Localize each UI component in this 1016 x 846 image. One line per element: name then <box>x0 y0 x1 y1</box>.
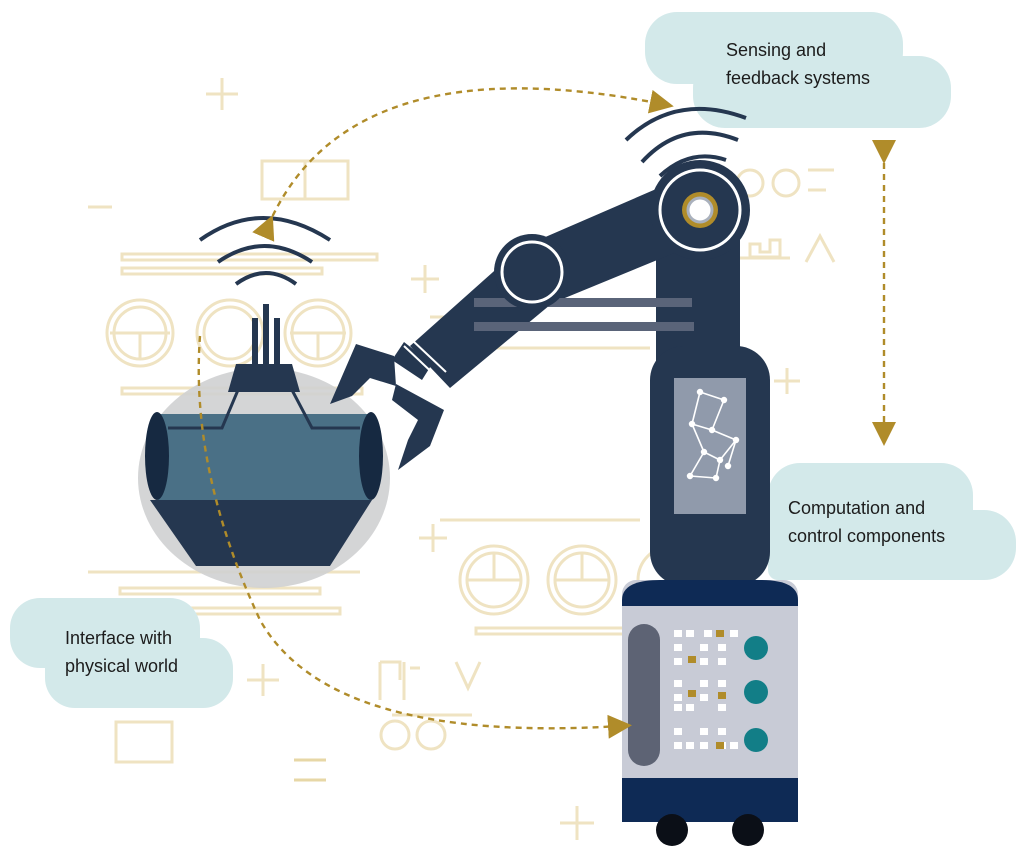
label-line: Interface with <box>65 628 173 648</box>
network-display <box>674 378 746 514</box>
handle <box>628 624 660 766</box>
bubble-sensing <box>645 12 951 128</box>
control-button <box>744 680 768 704</box>
control-button <box>744 728 768 752</box>
sketch-box <box>114 720 174 764</box>
label-line: physical world <box>65 656 179 676</box>
label-line: control components <box>788 526 946 546</box>
label-line: feedback systems <box>726 68 871 88</box>
wheel <box>732 814 764 846</box>
wheel <box>656 814 688 846</box>
cycle-arrows <box>197 87 896 739</box>
label-line: Sensing and <box>726 40 827 60</box>
bubble-computation <box>768 463 1016 580</box>
label-line: Computation and <box>788 498 926 518</box>
control-button <box>744 636 768 660</box>
label-computation-control: Computation and control components <box>788 494 945 550</box>
plus-icon <box>247 664 279 696</box>
plus-icon <box>419 524 447 552</box>
plus-icon <box>774 368 800 394</box>
plus-icon <box>560 806 594 840</box>
plus-icon <box>411 265 439 293</box>
label-sensing-feedback: Sensing and feedback systems <box>726 36 870 92</box>
plus-icon <box>206 78 238 110</box>
bubble-interface <box>10 598 233 708</box>
sensor-pod <box>138 216 390 588</box>
arm-stripe <box>474 298 692 307</box>
robot-arm <box>330 106 798 846</box>
arrow-pod-to-base <box>197 335 632 739</box>
label-interface-physical: Interface with physical world <box>65 624 178 680</box>
arrow-sensing-to-pod <box>252 87 674 242</box>
shoulder-joint <box>650 160 750 260</box>
signal-icon <box>198 216 332 242</box>
network-icon <box>686 388 740 482</box>
indicator-grid <box>674 630 738 749</box>
elbow-joint <box>494 234 570 310</box>
